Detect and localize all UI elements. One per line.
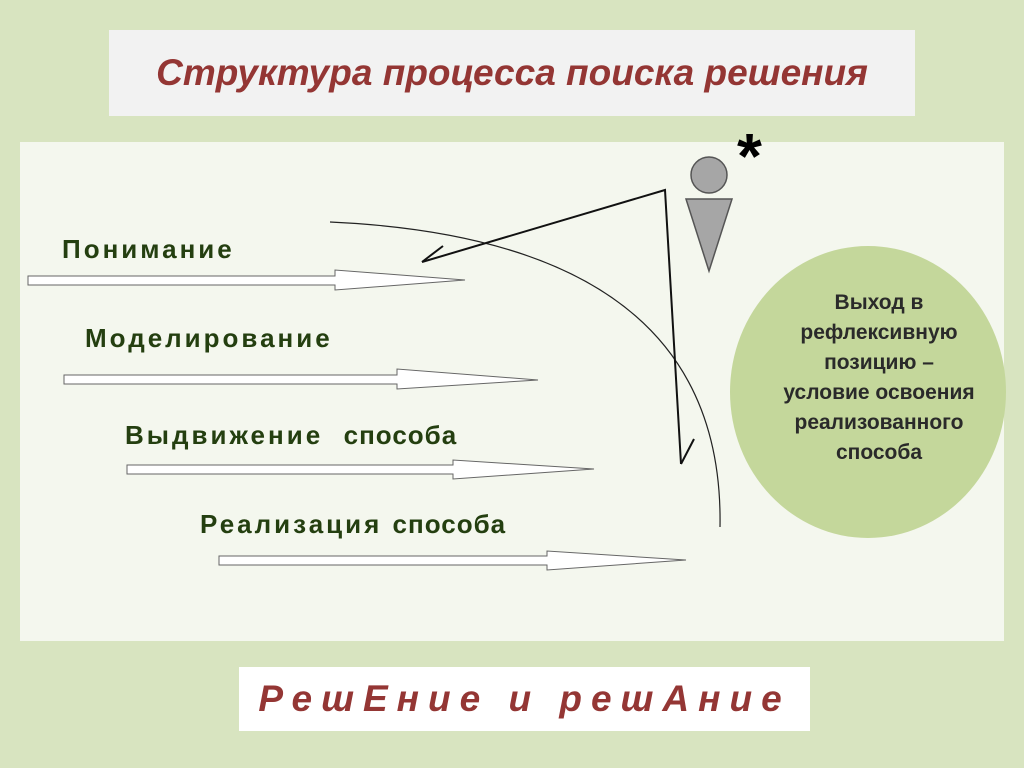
circle-caption: Выход в рефлексивную позицию – условие о… bbox=[783, 291, 975, 464]
footer-box: РешЕние и решАние bbox=[239, 667, 810, 731]
stage-arrow-1 bbox=[27, 269, 466, 291]
stage-label-implementing-method: Реализация способа bbox=[200, 509, 507, 539]
stage-arrow-2 bbox=[63, 368, 539, 390]
title-box: Структура процесса поиска решения bbox=[109, 30, 915, 116]
reflection-arrow bbox=[421, 188, 682, 465]
asterisk-icon: * bbox=[737, 120, 762, 192]
page-title: Структура процесса поиска решения bbox=[156, 52, 868, 93]
reflection-arrow-head-left bbox=[421, 245, 444, 263]
arc-curve bbox=[329, 221, 721, 528]
stage-label-modeling: Моделирование bbox=[85, 323, 333, 353]
person-icon bbox=[684, 156, 734, 274]
reflective-position-circle bbox=[730, 246, 1006, 538]
stage-label-proposing-method: Выдвижение способа bbox=[125, 420, 458, 450]
reflection-arrow-head-bottom bbox=[680, 438, 695, 465]
stage-label-understanding: Понимание bbox=[62, 234, 235, 264]
stage-arrow-3 bbox=[126, 459, 595, 480]
footer-text: РешЕние и решАние bbox=[258, 678, 791, 719]
stage-arrow-4 bbox=[218, 550, 687, 571]
